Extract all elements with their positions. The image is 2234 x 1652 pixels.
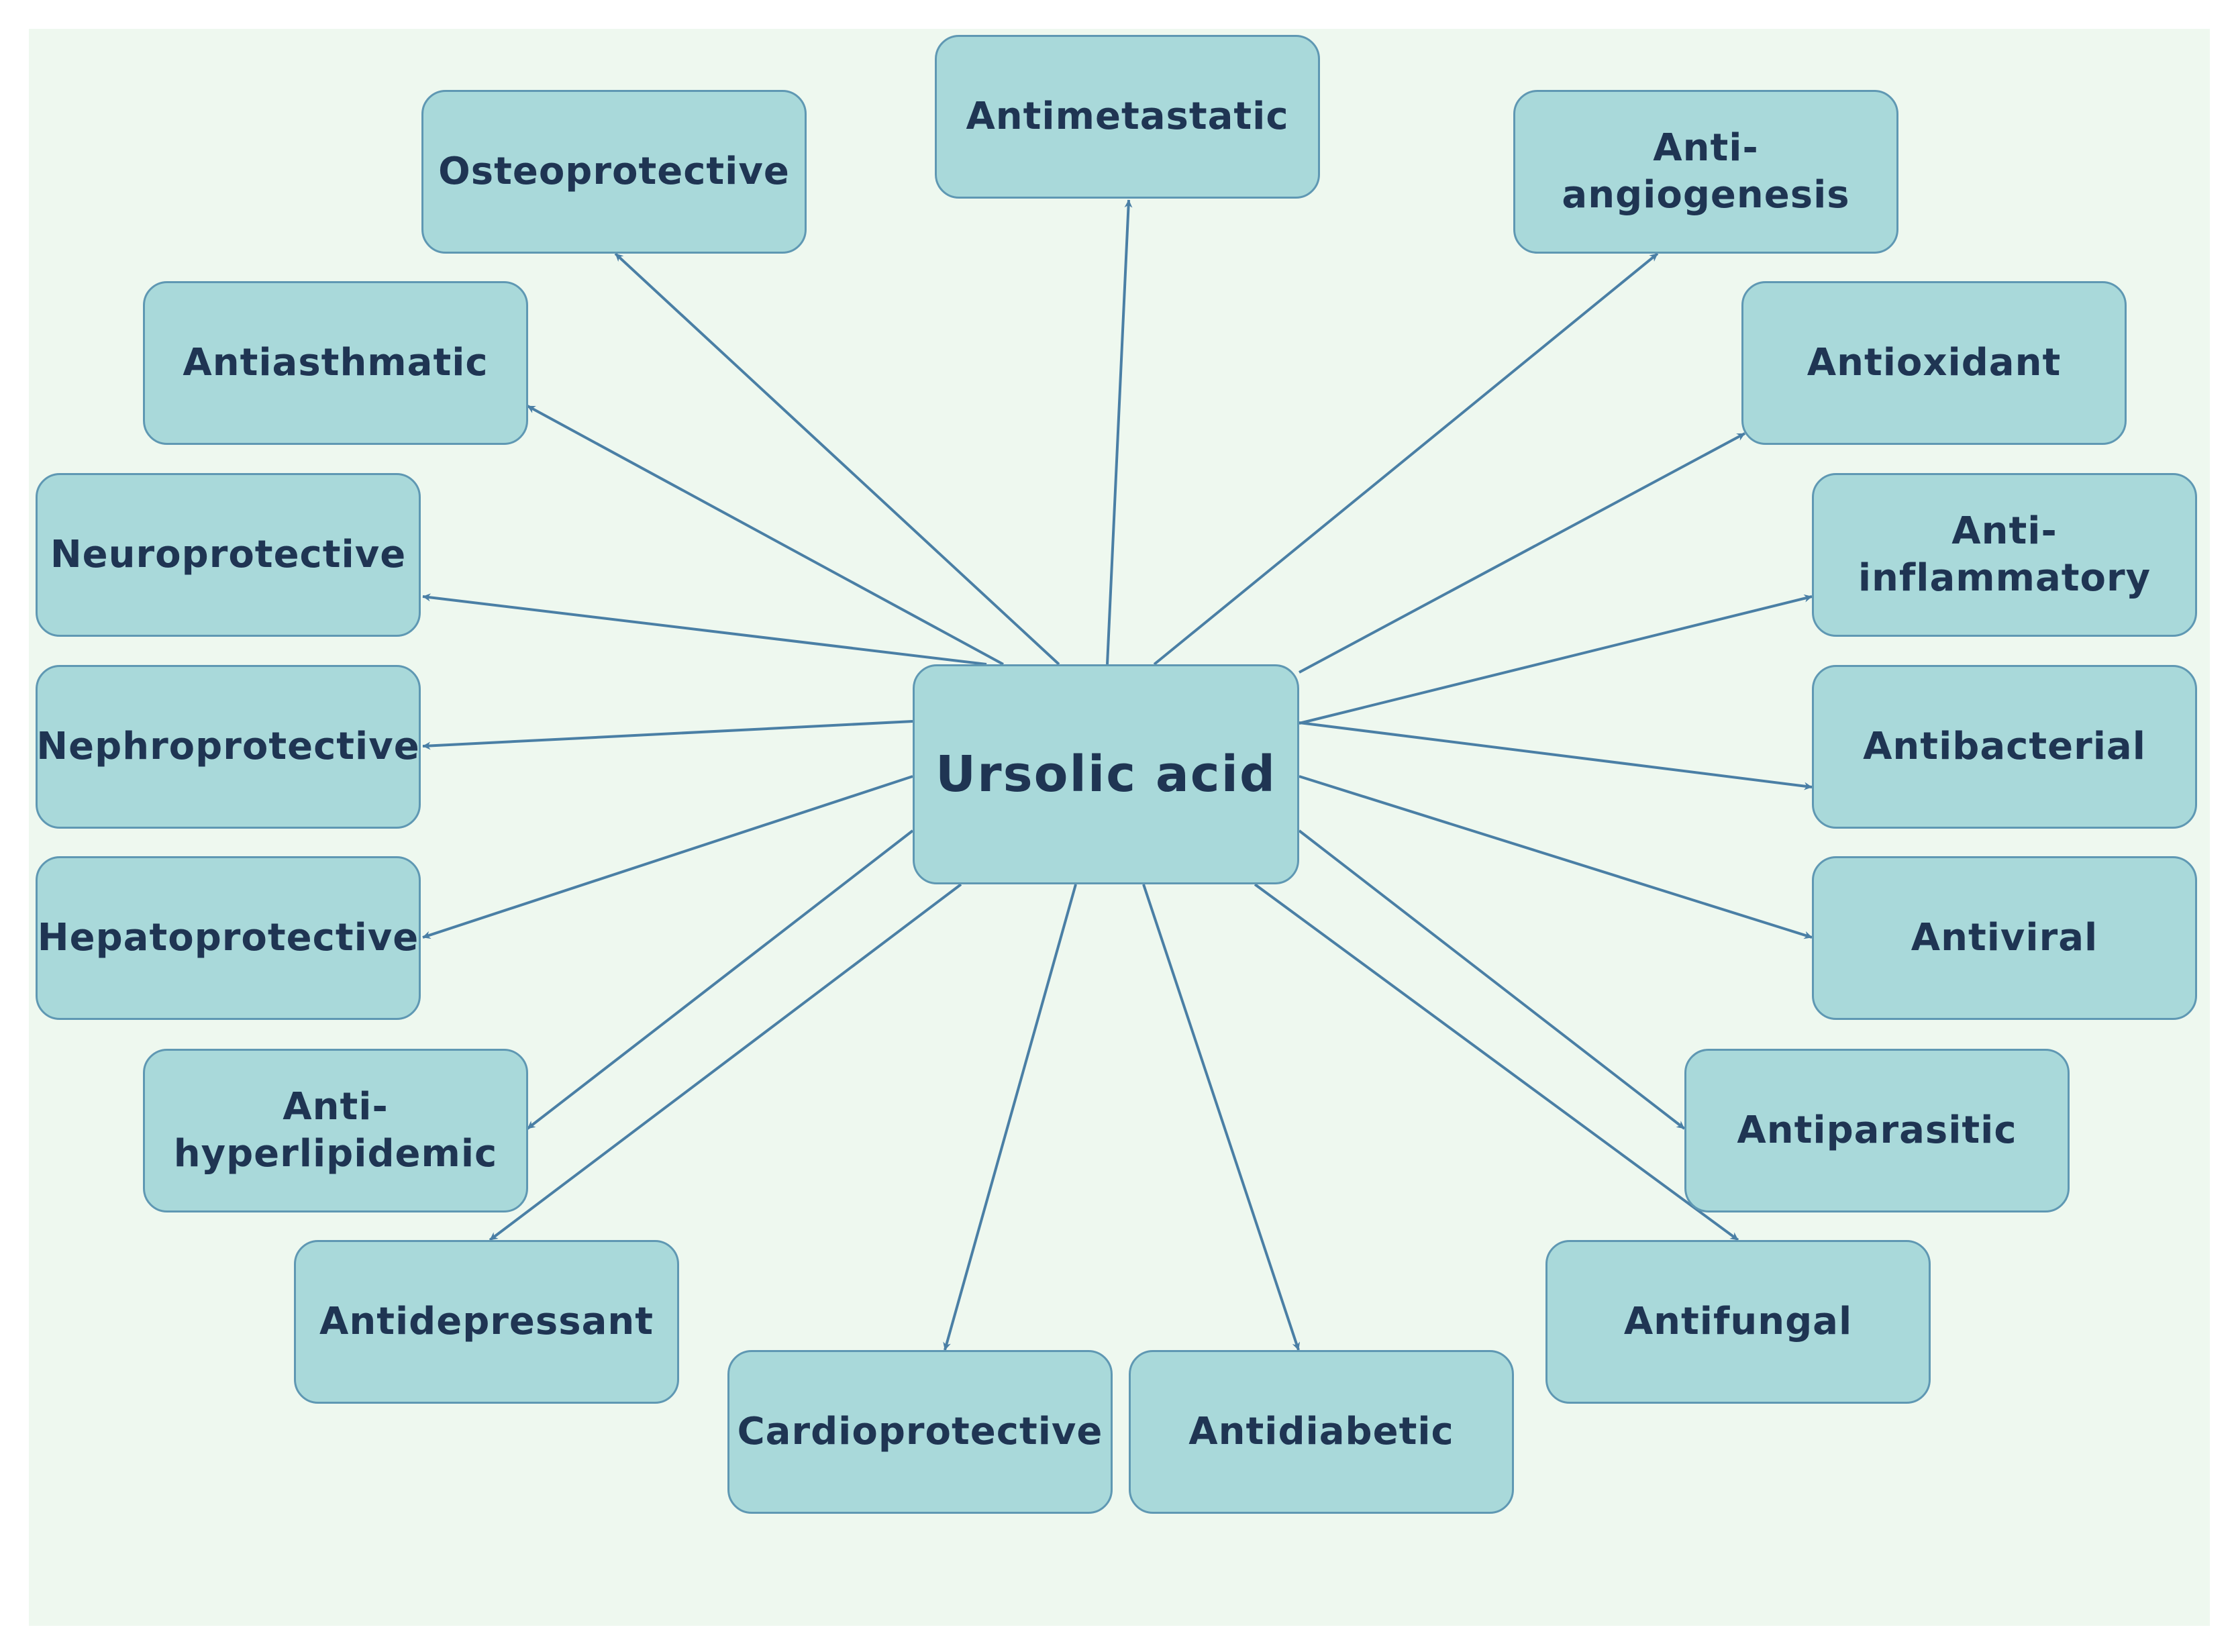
node-antiasthmatic: Antiasthmatic <box>143 281 528 445</box>
node-antibacterial: Antibacterial <box>1812 665 2197 829</box>
node-cardioprotective: Cardioprotective <box>727 1350 1113 1514</box>
node-osteoprotective: Osteoprotective <box>421 90 807 254</box>
node-antiviral: Antiviral <box>1812 856 2197 1020</box>
node-hepatoprotective: Hepatoprotective <box>36 856 421 1020</box>
arrow-to-neuroprotective <box>422 593 987 666</box>
node-antiinflammatory: Anti- inflammatory <box>1812 473 2197 637</box>
arrow-to-antidiabetic <box>1142 884 1301 1351</box>
node-neuroprotective: Neuroprotective <box>36 473 421 637</box>
arrow-to-antihyperlipidemic <box>526 829 914 1130</box>
node-ursolic-acid: Ursolic acid <box>913 664 1299 884</box>
arrow-to-antiinflammatory <box>1299 594 1813 725</box>
node-antiangiogenesis: Anti- angiogenesis <box>1513 90 1898 254</box>
arrow-to-antiviral <box>1299 775 1813 939</box>
arrow-to-antioxidant <box>1299 432 1745 674</box>
arrow-to-antiasthmatic <box>527 405 1004 666</box>
node-antiparasitic: Antiparasitic <box>1684 1049 2070 1212</box>
arrow-to-hepatoprotective <box>422 775 913 939</box>
arrow-to-antiangiogenesis <box>1153 252 1659 666</box>
arrow-to-cardioprotective <box>943 884 1077 1351</box>
node-antidepressant: Antidepressant <box>294 1240 679 1404</box>
arrow-to-nephroprotective <box>422 720 913 750</box>
arrow-to-antidepressant <box>489 883 962 1241</box>
node-antioxidant: Antioxidant <box>1741 281 2127 445</box>
node-antimetastatic: Antimetastatic <box>935 35 1320 199</box>
arrow-to-antimetastatic <box>1106 199 1133 665</box>
arrow-to-antiparasitic <box>1298 829 1686 1130</box>
arrow-to-osteoprotective <box>614 252 1060 666</box>
node-antifungal: Antifungal <box>1545 1240 1931 1404</box>
node-nephroprotective: Nephroprotective <box>36 665 421 829</box>
arrow-to-antifungal <box>1254 883 1739 1241</box>
arrow-to-antibacterial <box>1299 721 1813 790</box>
node-antidiabetic: Antidiabetic <box>1129 1350 1514 1514</box>
node-antihyperlipidemic: Anti- hyperlipidemic <box>143 1049 528 1212</box>
